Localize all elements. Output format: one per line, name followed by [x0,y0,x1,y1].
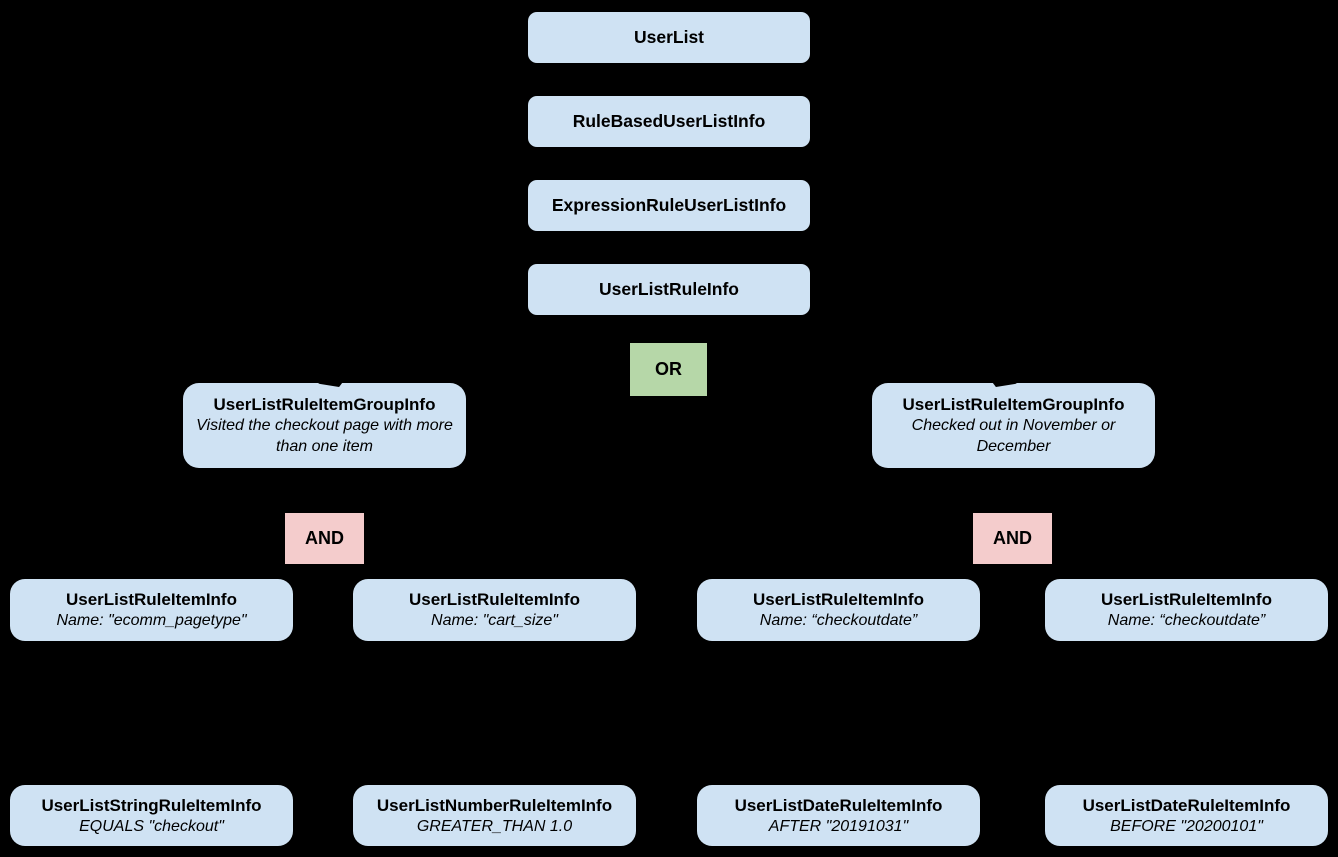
node-rulebaseduserlistinfo: RuleBasedUserListInfo [528,96,810,147]
node-dateruleiteminfo-before: UserListDateRuleItemInfo BEFORE "2020010… [1045,785,1328,846]
and-operator-node-right: AND [973,513,1052,564]
leaf-subtitle: AFTER "20191031" [768,817,909,835]
leaf-subtitle: EQUALS "checkout" [79,817,224,835]
leaf-title: UserListDateRuleItemInfo [1082,795,1291,815]
leaf-title: UserListNumberRuleItemInfo [376,795,613,815]
item-title: UserListRuleItemInfo [1101,590,1272,609]
item-subtitle: Name: “checkoutdate” [759,612,918,629]
or-operator-node: OR [630,343,707,396]
node-dateruleiteminfo-after: UserListDateRuleItemInfo AFTER "20191031… [697,785,980,846]
leaf-subtitle: GREATER_THAN 1.0 [416,817,573,835]
item-subtitle: Name: "ecomm_pagetype" [56,612,247,629]
node-ruleitem-checkoutdate-before: UserListRuleItemInfo Name: “checkoutdate… [1045,579,1328,641]
group-description: Visited the checkout page with more than… [196,417,453,455]
item-title: UserListRuleItemInfo [753,590,924,609]
leaf-title: UserListStringRuleItemInfo [41,795,262,815]
node-expressionruleuserlistinfo: ExpressionRuleUserListInfo [528,180,810,231]
leaf-title: UserListDateRuleItemInfo [734,795,943,815]
item-title: UserListRuleItemInfo [409,590,580,609]
item-subtitle: Name: "cart_size" [431,612,558,629]
item-title: UserListRuleItemInfo [66,590,237,609]
node-userlist: UserList [528,12,810,63]
group-title: UserListRuleItemGroupInfo [902,395,1125,414]
and-operator-node-left: AND [285,513,364,564]
node-group-left: UserListRuleItemGroupInfo Visited the ch… [183,383,466,468]
node-ruleitem-cart-size: UserListRuleItemInfo Name: "cart_size" [353,579,636,641]
leaf-subtitle: BEFORE "20200101" [1110,817,1263,835]
node-ruleitem-checkoutdate-after: UserListRuleItemInfo Name: “checkoutdate… [697,579,980,641]
node-userlistruleinfo: UserListRuleInfo [528,264,810,315]
group-description: Checked out in November or December [911,417,1116,455]
node-stringruleiteminfo: UserListStringRuleItemInfo EQUALS "check… [10,785,293,846]
node-group-right: UserListRuleItemGroupInfo Checked out in… [872,383,1155,468]
node-numberruleiteminfo: UserListNumberRuleItemInfo GREATER_THAN … [353,785,636,846]
group-title: UserListRuleItemGroupInfo [213,395,436,414]
node-ruleitem-ecomm-pagetype: UserListRuleItemInfo Name: "ecomm_pagety… [10,579,293,641]
item-subtitle: Name: “checkoutdate” [1107,612,1266,629]
